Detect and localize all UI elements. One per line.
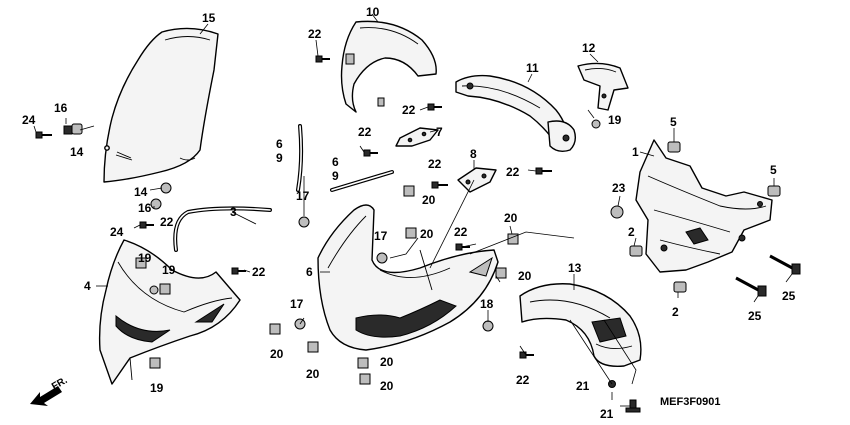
callout-20e: 20 (270, 347, 284, 361)
callout-14a: 14 (70, 145, 84, 159)
windscreen (103, 27, 219, 183)
callout-9a: 9 (276, 151, 283, 165)
callout-20b: 20 (420, 227, 434, 241)
callout-22c: 22 (308, 27, 322, 41)
callout-24a: 24 (22, 113, 36, 127)
side-cowl (98, 239, 241, 385)
inner-fender (519, 283, 642, 413)
callout-18: 18 (480, 297, 494, 311)
callout-20c: 20 (504, 211, 518, 225)
screws (35, 55, 601, 359)
callout-5a: 5 (670, 115, 677, 129)
callout-13: 13 (568, 261, 582, 275)
callout-14b: 14 (134, 185, 148, 199)
callout-20g: 20 (380, 355, 394, 369)
callout-22d: 22 (402, 103, 416, 117)
callout-10: 10 (366, 5, 380, 19)
seal-strip-lower (330, 170, 394, 192)
callout-6a: 6 (276, 137, 283, 151)
callout-5b: 5 (770, 163, 777, 177)
bracket-7 (395, 127, 439, 147)
callout-20f: 20 (306, 367, 320, 381)
callout-17b: 17 (374, 229, 388, 243)
callout-22h: 22 (454, 225, 468, 239)
front-direction-arrow (30, 386, 62, 406)
callout-25a: 25 (782, 289, 796, 303)
bolts-25 (735, 254, 801, 297)
diagram-code: MEF3F0901 (660, 396, 721, 408)
bracket-12 (577, 62, 629, 111)
callouts: 15 24 16 14 14 16 24 22 3 19 19 4 22 19 … (22, 5, 796, 421)
callout-19d: 19 (608, 113, 622, 127)
callout-22i: 22 (516, 373, 530, 387)
inner-cover-11 (455, 74, 577, 153)
callout-2a: 2 (628, 225, 635, 239)
callout-1: 1 (632, 145, 639, 159)
seal-strip-upper (296, 124, 304, 192)
callout-4: 4 (84, 279, 91, 293)
callout-16a: 16 (54, 101, 68, 115)
callout-19b: 19 (162, 263, 176, 277)
bracket-8 (457, 167, 497, 193)
callout-2b: 2 (672, 305, 679, 319)
front-top-cowl (317, 204, 499, 351)
callout-19c: 19 (150, 381, 164, 395)
front-direction-label: FR. (50, 375, 70, 393)
callout-20d: 20 (518, 269, 532, 283)
callout-22b: 22 (252, 265, 266, 279)
callout-6b: 6 (332, 155, 339, 169)
callout-20h: 20 (380, 379, 394, 393)
clip-nuts (135, 185, 519, 385)
callout-6c: 6 (306, 265, 313, 279)
callout-23: 23 (612, 181, 626, 195)
callout-17c: 17 (290, 297, 304, 311)
callout-19a: 19 (138, 251, 152, 265)
callout-12: 12 (582, 41, 596, 55)
grommets (63, 123, 781, 293)
callout-22g: 22 (506, 165, 520, 179)
callout-22a: 22 (160, 215, 174, 229)
leader-lines (33, 13, 793, 407)
callout-21a: 21 (576, 379, 590, 393)
callout-22e: 22 (358, 125, 372, 139)
callout-21b: 21 (600, 407, 614, 421)
callout-16b: 16 (138, 201, 152, 215)
callout-25b: 25 (748, 309, 762, 323)
meter-visor (340, 20, 437, 113)
callout-17a: 17 (296, 189, 310, 203)
edge-trim (173, 206, 272, 252)
callout-22f: 22 (428, 157, 442, 171)
callout-9b: 9 (332, 169, 339, 183)
callout-3: 3 (230, 205, 237, 219)
frame-stay (635, 139, 773, 273)
callout-7: 7 (436, 125, 443, 139)
callout-20a: 20 (422, 193, 436, 207)
callout-11: 11 (526, 61, 539, 75)
callout-24b: 24 (110, 225, 124, 239)
callout-15: 15 (202, 11, 216, 25)
callout-8: 8 (470, 147, 477, 161)
